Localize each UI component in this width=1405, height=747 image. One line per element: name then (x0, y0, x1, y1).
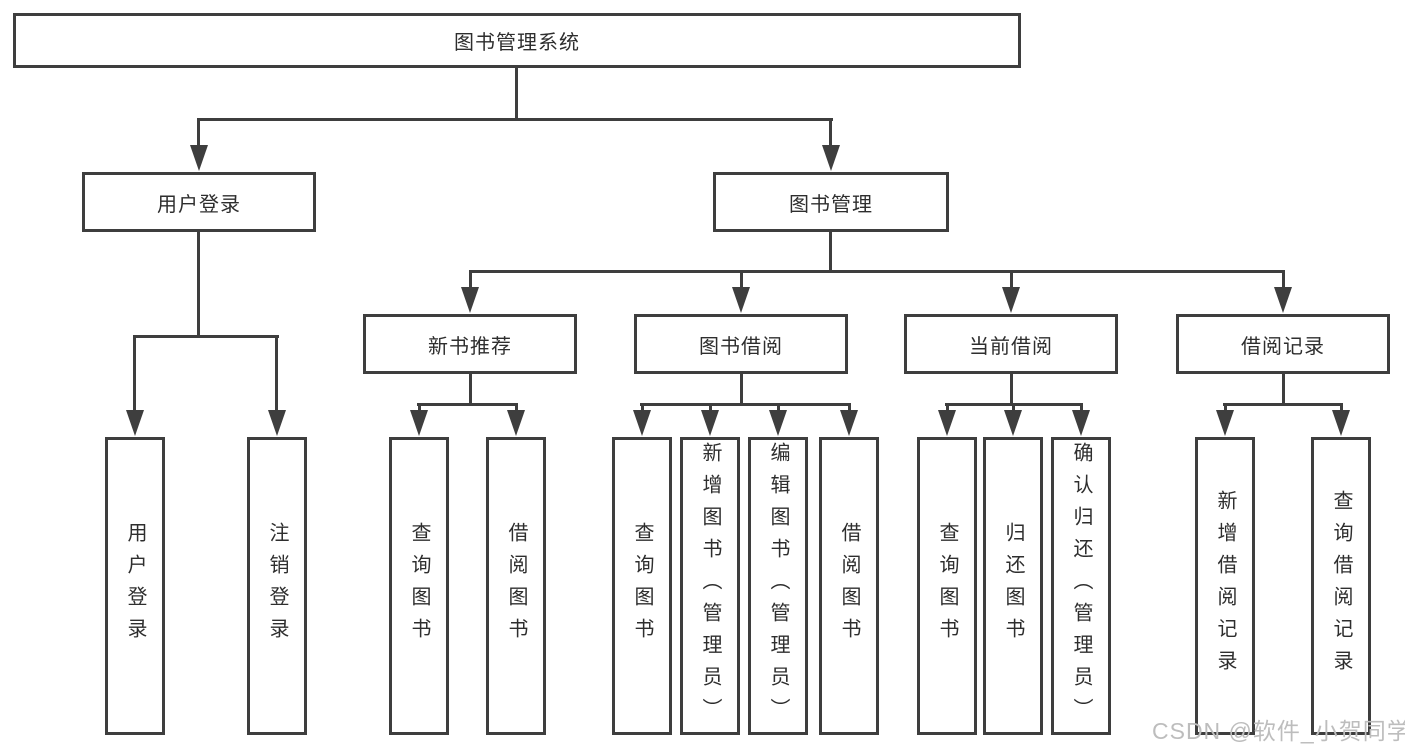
leaf-label: 查询图书 (408, 522, 430, 650)
leaf-label: 编辑图书（管理员） (767, 442, 789, 730)
leaf-label: 用户登录 (124, 522, 146, 650)
connector-current-borrow-stem (1010, 374, 1013, 405)
connector-root-bus (197, 118, 833, 121)
connector-to-new-book (469, 270, 472, 290)
connector-new-book-stem (469, 374, 472, 405)
arrowhead-to-leaf-logout (268, 410, 286, 436)
arrowhead-leaf (938, 410, 956, 436)
arrowhead-leaf (1004, 410, 1022, 436)
leaf-label: 注销登录 (266, 522, 288, 650)
leaf-borrow-books: 借阅图书 (819, 437, 879, 735)
connector-to-borrow-records (1282, 270, 1285, 290)
leaf-label: 新增借阅记录 (1214, 490, 1236, 682)
node-user-login: 用户登录 (82, 172, 316, 232)
connector-leaf (946, 403, 949, 412)
connector-root-stem (515, 68, 518, 119)
arrowhead-leaf (633, 410, 651, 436)
node-new-book-recommend: 新书推荐 (363, 314, 577, 374)
connector-book-management-bus (469, 270, 1285, 273)
connector-to-leaf-user-login (133, 335, 136, 411)
leaf-user-login: 用户登录 (105, 437, 165, 735)
leaf-search-books-current: 查询图书 (917, 437, 977, 735)
leaf-label: 查询借阅记录 (1330, 490, 1352, 682)
leaf-logout: 注销登录 (247, 437, 307, 735)
arrowhead-leaf (840, 410, 858, 436)
node-current-borrow: 当前借阅 (904, 314, 1118, 374)
arrowhead-to-borrow-records (1274, 287, 1292, 313)
leaf-label: 确认归还（管理员） (1070, 442, 1092, 730)
leaf-label: 查询图书 (631, 522, 653, 650)
connector-borrow-records-stem (1282, 374, 1285, 405)
node-label: 图书借阅 (699, 335, 783, 358)
arrowhead-leaf (410, 410, 428, 436)
leaf-return-books: 归还图书 (983, 437, 1043, 735)
arrowhead-leaf (507, 410, 525, 436)
connector-to-leaf-logout (275, 335, 278, 411)
arrowhead-leaf (1216, 410, 1234, 436)
node-label: 图书管理 (789, 193, 873, 216)
connector-book-borrow-bus (640, 403, 851, 406)
node-borrow-records: 借阅记录 (1176, 314, 1390, 374)
leaf-add-borrow-record: 新增借阅记录 (1195, 437, 1255, 735)
connector-book-borrow-stem (740, 374, 743, 405)
connector-new-book-bus (417, 403, 518, 406)
arrowhead-leaf (1332, 410, 1350, 436)
node-root-system: 图书管理系统 (13, 13, 1021, 68)
leaf-edit-books-admin: 编辑图书（管理员） (748, 437, 808, 735)
leaf-label: 借阅图书 (505, 522, 527, 650)
connector-to-book-borrow (740, 270, 743, 290)
connector-leaf (418, 403, 421, 412)
connector-user-login-bus (133, 335, 279, 338)
connector-to-user-login (197, 118, 200, 146)
connector-leaf (1340, 403, 1343, 412)
leaf-borrow-books-new: 借阅图书 (486, 437, 546, 735)
arrowhead-to-leaf-user-login (126, 410, 144, 436)
connector-leaf (1080, 403, 1083, 412)
arrowhead-to-new-book (461, 287, 479, 313)
leaf-search-books-new: 查询图书 (389, 437, 449, 735)
connector-leaf (515, 403, 518, 412)
leaf-confirm-return-admin: 确认归还（管理员） (1051, 437, 1111, 735)
node-label: 借阅记录 (1241, 335, 1325, 358)
node-book-borrow: 图书借阅 (634, 314, 848, 374)
arrowhead-to-book-borrow (732, 287, 750, 313)
arrowhead-to-current-borrow (1002, 287, 1020, 313)
connector-to-current-borrow (1010, 270, 1013, 290)
node-label: 用户登录 (157, 193, 241, 216)
connector-leaf (709, 403, 712, 412)
connector-leaf (641, 403, 644, 412)
connector-leaf (1012, 403, 1015, 412)
arrowhead-to-book-management (822, 145, 840, 171)
leaf-label: 新增图书（管理员） (699, 442, 721, 730)
leaf-search-borrow-record: 查询借阅记录 (1311, 437, 1371, 735)
connector-leaf (848, 403, 851, 412)
connector-leaf (777, 403, 780, 412)
node-label: 当前借阅 (969, 335, 1053, 358)
arrowhead-leaf (1072, 410, 1090, 436)
arrowhead-leaf (769, 410, 787, 436)
connector-book-management-stem (829, 232, 832, 271)
leaf-label: 借阅图书 (838, 522, 860, 650)
connector-user-login-stem (197, 232, 200, 336)
node-label: 图书管理系统 (454, 32, 580, 54)
arrowhead-to-user-login (190, 145, 208, 171)
node-book-management: 图书管理 (713, 172, 949, 232)
leaf-search-books-borrow: 查询图书 (612, 437, 672, 735)
node-label: 新书推荐 (428, 335, 512, 358)
leaf-label: 查询图书 (936, 522, 958, 650)
connector-borrow-records-bus (1223, 403, 1343, 406)
arrowhead-leaf (701, 410, 719, 436)
leaf-label: 归还图书 (1002, 522, 1024, 650)
leaf-add-books-admin: 新增图书（管理员） (680, 437, 740, 735)
connector-to-book-management (829, 118, 832, 146)
csdn-watermark: CSDN @软件_小贺同学 (1152, 718, 1405, 744)
connector-leaf (1224, 403, 1227, 412)
